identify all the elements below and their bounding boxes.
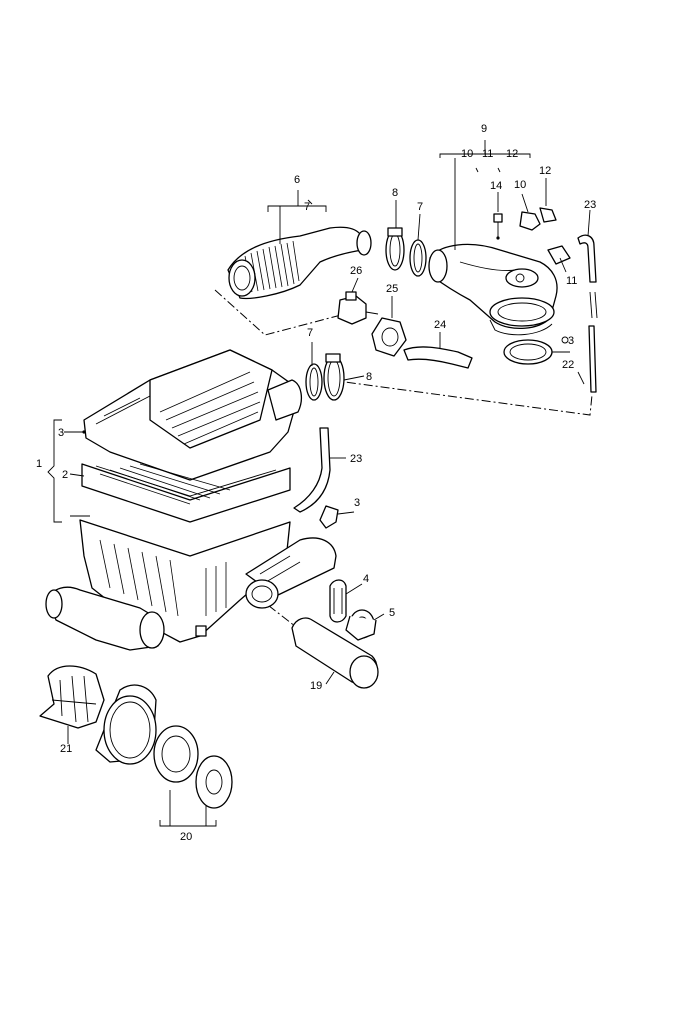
- leader-lines: [47, 140, 591, 827]
- callout-21: 21: [60, 743, 72, 755]
- part-2-filter-element: [81, 463, 291, 523]
- callout-10: 10: [461, 148, 473, 160]
- part-8-upper-clamp: [385, 227, 405, 271]
- part-3-clip: [319, 505, 339, 529]
- part-11-bracket: [547, 245, 571, 265]
- callout-7: 7: [307, 327, 313, 339]
- callout-22: 22: [562, 359, 574, 371]
- part-6-corrugated-hose: [227, 226, 372, 300]
- callout-9: 9: [481, 123, 487, 135]
- callout-23: 23: [584, 199, 596, 211]
- part-20-cover-group: [95, 684, 233, 809]
- callout-12: 12: [506, 148, 518, 160]
- part-3-small-oring: [561, 336, 569, 344]
- callout-14: 14: [490, 180, 502, 192]
- callout-7: 7: [417, 201, 423, 213]
- part-12-clip: [539, 207, 557, 223]
- housing-left-duct: [45, 586, 165, 651]
- callout-8: 8: [392, 187, 398, 199]
- callout-12: 12: [539, 165, 551, 177]
- part-26-valve: [337, 291, 379, 325]
- part-25-flange: [371, 317, 407, 357]
- part-22-seal-ring: [503, 339, 553, 365]
- callout-7: 7: [304, 201, 310, 213]
- callout-10: 10: [514, 179, 526, 191]
- callouts: 9 10 11 12 6 7 8 7 14 10 12 23 26 25 11 …: [36, 123, 596, 843]
- callout-11: 11: [566, 275, 577, 287]
- part-5-grommet: [345, 609, 377, 641]
- callout-6: 6: [294, 174, 300, 186]
- part-23-upper-pipe: [577, 234, 598, 393]
- callout-19: 19: [310, 680, 322, 692]
- callout-5: 5: [389, 607, 395, 619]
- callout-3: 3: [568, 335, 574, 347]
- callout-25: 25: [386, 283, 398, 295]
- part-19-hose: [291, 617, 379, 689]
- assembly-lines: [214, 289, 593, 631]
- part-24-breather-hose: [403, 346, 473, 369]
- callout-26: 26: [350, 265, 362, 277]
- part-7-upper-ring: [409, 239, 427, 277]
- callout-1: 1: [36, 458, 42, 470]
- reference-dots: [82, 236, 500, 434]
- callout-3: 3: [58, 427, 64, 439]
- callout-23: 23: [350, 453, 362, 465]
- callout-24: 24: [434, 319, 446, 331]
- part-4-seal: [329, 579, 347, 623]
- callout-3: 3: [354, 497, 360, 509]
- part-9-intake-housing: [428, 243, 558, 336]
- part-3-housing-lid: [83, 349, 303, 481]
- callout-2: 2: [62, 469, 68, 481]
- part-7-middle-ring: [305, 363, 323, 401]
- part-8-middle-clamp: [323, 353, 345, 401]
- callout-8: 8: [366, 371, 372, 383]
- part-14-screw: [493, 213, 503, 238]
- part-21-bracket: [39, 665, 105, 729]
- part-23-lower-tube: [293, 427, 331, 513]
- part-10-clip: [519, 211, 541, 231]
- callout-4: 4: [363, 573, 369, 585]
- callout-11: 11: [482, 148, 493, 160]
- callout-20: 20: [180, 831, 192, 843]
- housing-side-pipe: [245, 537, 337, 609]
